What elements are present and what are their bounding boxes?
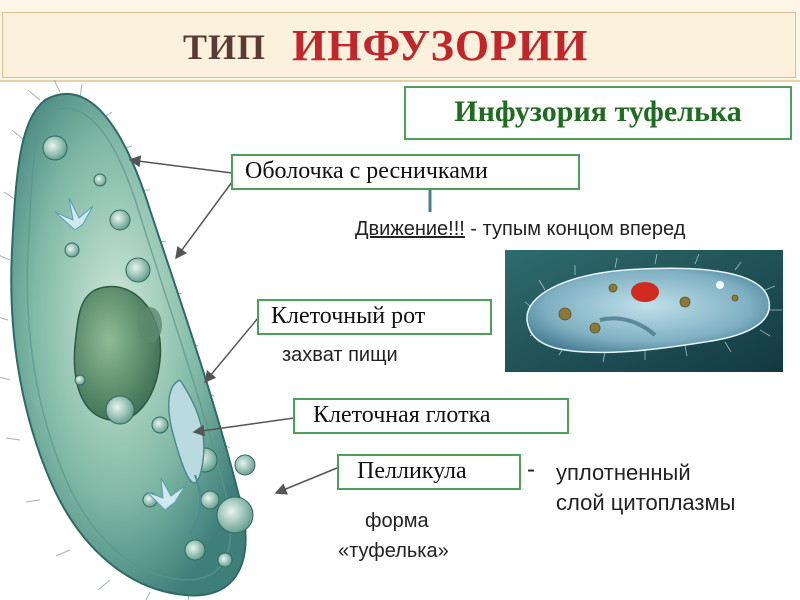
membrane-pointer-b [175,181,233,260]
movement-line: Движение!!! - тупым концом вперед [355,218,685,241]
pellicle-pointer [274,467,338,495]
membrane-pointer-a [128,155,233,174]
paramecium-photo-drawing [505,250,783,372]
contractile-vacuoles [54,197,186,511]
label-pharynx: Клеточная глотка [313,402,491,428]
label-box-membrane: Оболочка с ресничками [231,154,580,190]
pellicle-note-1: уплотненный [556,460,691,485]
photo-nucleus [631,282,659,302]
movement-note: - тупым концом вперед [470,218,686,240]
shape-note-2: «туфелька» [338,540,449,562]
header-frame [2,12,796,78]
paramecium-illustration [0,80,256,600]
slide-header: ТИП ИНФУЗОРИИ [0,0,800,82]
page-title: ИНФУЗОРИИ [292,21,589,70]
mouth-pointer [204,317,259,384]
pharynx-pointer [192,417,295,437]
title-type-label: ТИП [183,27,267,67]
oral-groove [167,379,205,484]
movement-label: Движение!!! [355,218,465,240]
paramecium-photo [505,250,783,372]
vacuoles [42,135,256,568]
label-box-mouth: Клеточный рот [257,299,492,335]
pellicle-dash: - [527,456,535,483]
shape-note-1: форма [365,510,429,532]
label-membrane: Оболочка с ресничками [245,158,488,184]
subtitle-box: Инфузория туфелька [404,86,792,140]
label-mouth: Клеточный рот [271,303,426,329]
subtitle: Инфузория туфелька [454,95,742,128]
label-box-pharynx: Клеточная глотка [293,398,569,434]
pellicle-note-2: слой цитоплазмы [556,490,736,515]
label-box-pellicle: Пелликула [337,454,521,490]
mouth-note: захват пищи [282,344,398,366]
label-pellicle: Пелликула [357,458,467,484]
